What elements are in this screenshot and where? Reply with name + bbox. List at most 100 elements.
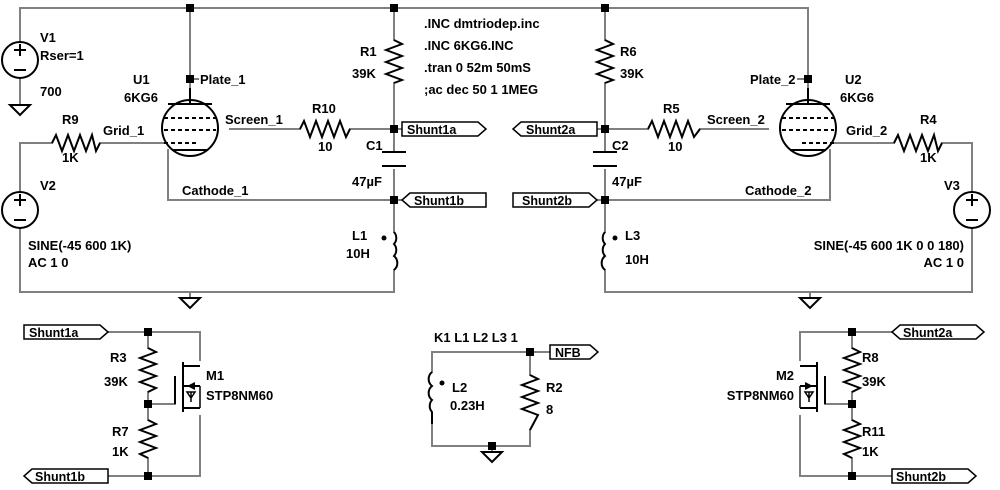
label-r9-value: 1K [62,150,79,165]
label-c1: C1 [366,138,383,153]
label-v2-ac: AC 1 0 [28,255,68,270]
net-label-cathode1: Cathode_1 [182,183,248,198]
label-v3-ac: AC 1 0 [924,255,964,270]
net-flag-shunt1a-bottom: Shunt1a [23,324,110,340]
label-v2: V2 [40,178,56,193]
resistor-r3 [137,347,159,393]
directive-line: .tran 0 52m 50mS [424,60,531,75]
net-flag-shunt2a: Shunt2a [511,121,598,137]
label-r1: R1 [360,44,377,59]
label-v1: V1 [40,30,56,45]
label-m1-model: STP8NM60 [206,388,273,403]
net-label-shunt2b-bottom: Shunt2b [896,470,946,484]
junctions [144,4,856,480]
label-r6: R6 [620,44,637,59]
source-v2 [1,191,39,229]
net-label-shunt1b-bottom: Shunt1b [35,470,85,484]
label-u1-model: 6KG6 [124,90,158,105]
net-label-shunt2a: Shunt2a [526,123,576,137]
source-v3 [953,191,991,229]
net-label-plate1: Plate_1 [200,72,246,87]
net-label-cathode2: Cathode_2 [745,183,811,198]
net-label-shunt2a-bottom: Shunt2a [903,326,953,340]
directive-line: .INC 6KG6.INC [424,38,514,53]
resistor-r1 [383,39,405,84]
label-r5-value: 10 [668,139,682,154]
ground-icon [479,451,505,464]
net-label-shunt1a-bottom: Shunt1a [29,326,79,340]
ground-icon [7,104,33,117]
label-r10-value: 10 [318,139,332,154]
wires-left-stage [19,7,809,299]
net-flag-shunt2b-bottom: Shunt2b [891,468,978,484]
net-label-screen1: Screen_1 [225,112,283,127]
label-v1-value: 700 [40,84,62,99]
directive-line: .INC dmtriodep.inc [424,16,540,31]
tube-u2 [779,88,837,157]
label-r7: R7 [112,424,129,439]
label-l1: L1 [352,228,367,243]
tube-u1 [161,88,219,157]
label-r3: R3 [110,350,127,365]
net-label-grid1: Grid_1 [103,123,144,138]
net-label-shunt1a: Shunt1a [407,123,457,137]
label-l2: L2 [452,380,467,395]
label-u2-model: 6KG6 [840,90,874,105]
label-l3-value: 10H [625,252,649,267]
label-r1-value: 39K [352,66,376,81]
label-v2-value: SINE(-45 600 1K) [28,238,131,253]
net-flag-shunt1b: Shunt1b [400,192,487,208]
label-r2: R2 [546,380,563,395]
label-r10: R10 [312,101,336,116]
net-flag-shunt2a-bottom: Shunt2a [890,324,986,340]
capacitor-c1 [382,151,406,167]
coupling-directive: K1 L1 L2 L3 1 [434,330,518,345]
label-r9: R9 [62,112,79,127]
resistor-r4 [893,131,943,154]
resistor-r5 [647,118,701,140]
net-label-nfb: NFB [555,346,581,360]
label-r8: R8 [862,350,879,365]
label-c2: C2 [612,138,629,153]
label-r5: R5 [663,101,680,116]
label-r11-value: 1K [862,444,879,459]
label-v3-value: SINE(-45 600 1K 0 0 180) [814,238,964,253]
net-label-screen2: Screen_2 [707,112,765,127]
directive-line: ;ac dec 50 1 1MEG [424,82,538,97]
net-label-shunt1b: Shunt1b [414,194,464,208]
net-flag-nfb: NFB [549,344,600,360]
inductor-l3 [600,231,607,271]
label-v3: V3 [944,178,960,193]
label-l1-value: 10H [346,246,370,261]
label-c1-value: 47µF [352,174,382,189]
source-v1 [1,41,39,79]
label-u2: U2 [845,72,862,87]
inductor-l1 [392,231,399,271]
resistor-r11 [841,419,863,459]
resistor-r8 [841,347,863,393]
label-r11: R11 [862,424,885,439]
label-r6-value: 39K [620,66,644,81]
label-r4-value: 1K [920,150,937,165]
ground-icon [177,297,203,310]
resistor-r10 [299,118,351,140]
label-l2-value: 0.23H [450,398,485,413]
label-m2: M2 [776,368,794,383]
capacitor-c2 [593,151,617,167]
net-flag-shunt2b: Shunt2b [512,192,599,208]
label-m1: M1 [206,368,224,383]
inductor-l2 [427,371,434,424]
net-flag-shunt1a: Shunt1a [401,121,488,137]
spice-directives: .INC dmtriodep.inc .INC 6KG6.INC .tran 0… [424,16,540,97]
label-l3: L3 [625,228,640,243]
label-r7-value: 1K [112,444,129,459]
label-r3-value: 39K [104,374,128,389]
mosfet-m2 [799,362,826,412]
label-r4: R4 [920,112,937,127]
label-r2-value: 8 [546,402,553,417]
net-label-shunt2b: Shunt2b [522,194,572,208]
wires-right-shunt [799,331,893,477]
resistor-r9 [51,131,101,154]
label-r8-value: 39K [862,374,886,389]
label-m2-model: STP8NM60 [727,388,794,403]
